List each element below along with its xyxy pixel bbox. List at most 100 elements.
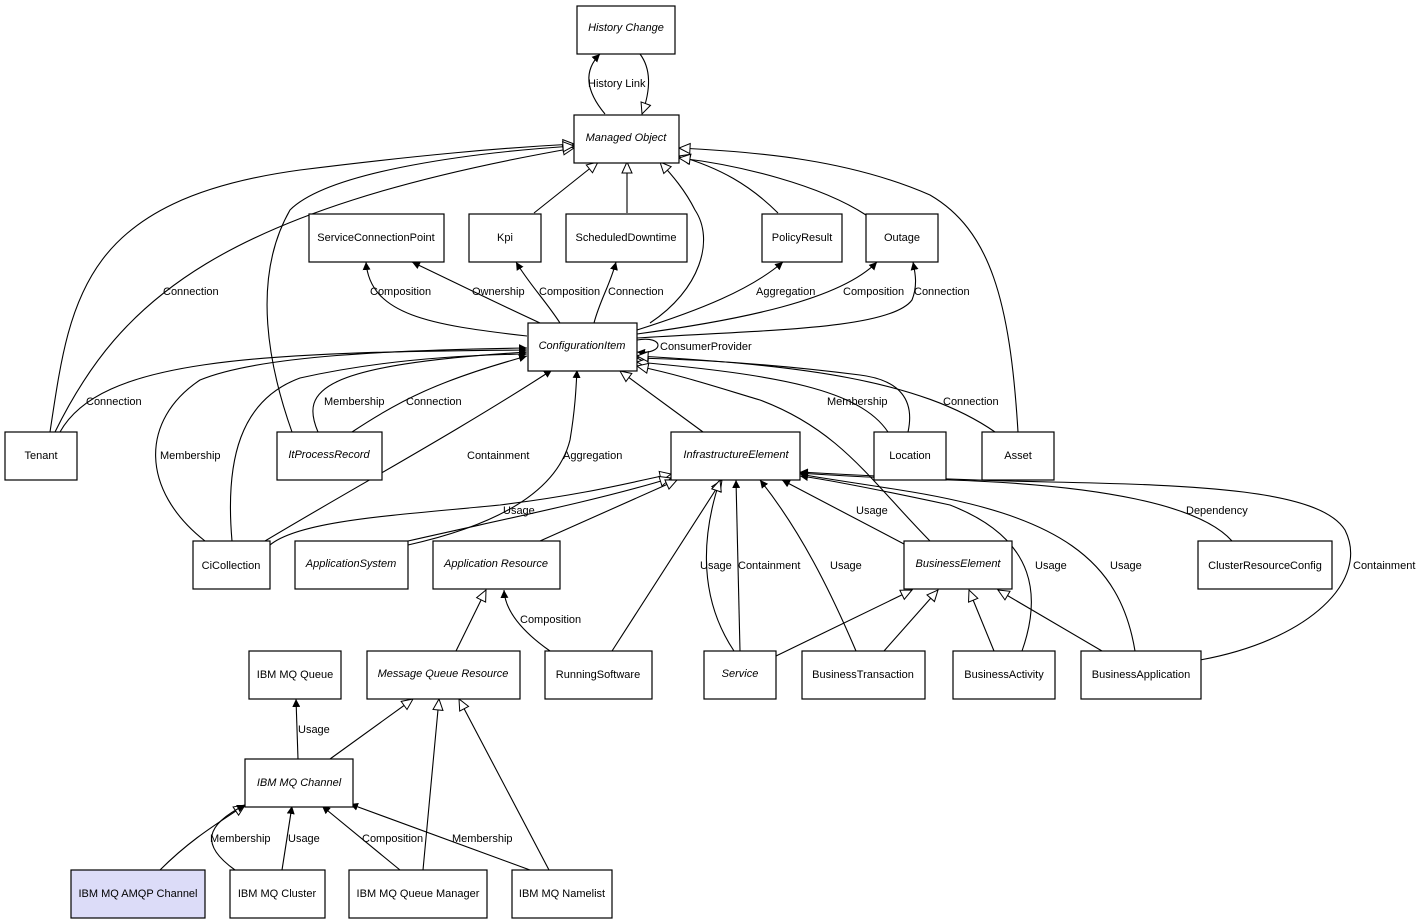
edge-label-bact-usage: Usage [1035, 560, 1067, 572]
edge-namelist-mqr [458, 697, 550, 871]
edge-asset-mo [677, 142, 1019, 433]
edge-label-appsys-aggregation: Aggregation [563, 450, 622, 462]
edge-label-kpi-composition: Composition [539, 286, 600, 298]
node-label: Application Resource [443, 558, 548, 570]
edge-bt-ie [759, 479, 857, 652]
node-infrastructure-element[interactable]: InfrastructureElement [670, 431, 801, 481]
node-running-software[interactable]: RunningSoftware [544, 650, 653, 700]
node-label: ApplicationSystem [305, 558, 397, 570]
edge-channel-mqr [329, 698, 414, 760]
edge-ci-self [636, 338, 659, 357]
node-cluster-resource-config[interactable]: ClusterResourceConfig [1197, 540, 1333, 590]
edge-cicoll-ci-membership [155, 344, 528, 542]
node-label: PolicyResult [772, 232, 833, 244]
edge-tenant-ci [59, 346, 528, 433]
edge-label-cicollection-containment: Containment [467, 450, 529, 462]
edge-label-be-usage: Usage [856, 505, 888, 517]
node-business-application[interactable]: BusinessApplication [1080, 650, 1202, 700]
edge-cicoll-ci-containment [264, 369, 553, 542]
node-ibm-mq-queue-manager[interactable]: IBM MQ Queue Manager [348, 869, 488, 919]
node-tenant[interactable]: Tenant [4, 431, 78, 481]
node-label: ConfigurationItem [539, 340, 626, 352]
node-outage[interactable]: Outage [865, 213, 939, 263]
edge-history-link-back [639, 53, 652, 116]
node-label: BusinessElement [916, 558, 1002, 570]
edge-cluster-channel-usage [281, 805, 295, 871]
node-service[interactable]: Service [703, 650, 777, 700]
node-managed-object[interactable]: Managed Object [573, 114, 680, 164]
node-label: BusinessActivity [964, 669, 1044, 681]
edge-namelist-channel [349, 802, 531, 871]
edge-qm-mqr [422, 697, 444, 871]
nodes: History Change Managed Object ServiceCon… [4, 5, 1333, 919]
edge-label-outage-connection: Connection [914, 286, 970, 298]
edge-outage-mo [677, 153, 867, 216]
node-label: IBM MQ Queue [257, 669, 333, 681]
node-ci-collection[interactable]: CiCollection [192, 540, 271, 590]
node-ibm-mq-namelist[interactable]: IBM MQ Namelist [511, 869, 613, 919]
edge-label-outage-composition: Composition [843, 286, 904, 298]
edge-label-cluster-membership: Membership [210, 833, 271, 845]
node-label: IBM MQ Namelist [519, 888, 605, 900]
node-ibm-mq-queue[interactable]: IBM MQ Queue [248, 650, 342, 700]
edge-label-bapp-usage: Usage [1110, 560, 1142, 572]
edge-service-be [775, 589, 914, 657]
node-asset[interactable]: Asset [981, 431, 1055, 481]
edge-be-ie [781, 479, 905, 545]
edge-label-cicollection-usage: Usage [503, 505, 535, 517]
node-application-resource[interactable]: Application Resource [432, 540, 561, 590]
node-message-queue-resource[interactable]: Message Queue Resource [366, 650, 521, 700]
edge-ci-kpi [515, 261, 561, 324]
node-label: Message Queue Resource [378, 668, 509, 680]
edge-label-namelist-membership: Membership [452, 833, 513, 845]
edge-pr-mo [677, 153, 779, 214]
edge-label-bapp-containment: Containment [1353, 560, 1415, 572]
edge-label-pr-aggregation: Aggregation [756, 286, 815, 298]
edge-label-qm-composition: Composition [362, 833, 423, 845]
node-label: Kpi [497, 232, 513, 244]
edge-bapp-be [996, 589, 1103, 652]
edge-itpr-ci-membership [312, 348, 528, 433]
node-label: IBM MQ Cluster [238, 888, 317, 900]
edge-ci-sd [593, 261, 618, 324]
node-application-system[interactable]: ApplicationSystem [294, 540, 409, 590]
node-service-connection-point[interactable]: ServiceConnectionPoint [308, 213, 445, 263]
edge-appsys-ie [407, 475, 673, 542]
node-business-activity[interactable]: BusinessActivity [952, 650, 1056, 700]
node-ibm-mq-amqp-channel[interactable]: IBM MQ AMQP Channel [70, 869, 206, 919]
edge-label-scp-ownership: Ownership [472, 286, 525, 298]
node-label: IBM MQ Queue Manager [357, 888, 480, 900]
edge-label-tenant-mo-connection: Connection [163, 286, 219, 298]
node-label: IBM MQ AMQP Channel [78, 888, 197, 900]
edge-rs-appres [500, 589, 551, 652]
node-configuration-item[interactable]: ConfigurationItem [527, 322, 638, 372]
edge-history-link-out [588, 53, 606, 115]
edge-label-cluster-usage: Usage [288, 833, 320, 845]
edge-tenant-mo-1 [49, 138, 576, 433]
node-business-transaction[interactable]: BusinessTransaction [801, 650, 926, 700]
edge-rs-ie [611, 478, 723, 652]
edge-label-bt-usage: Usage [830, 560, 862, 572]
edge-label-service-containment: Containment [738, 560, 800, 572]
edge-ci-mo [649, 161, 705, 324]
node-business-element[interactable]: BusinessElement [903, 540, 1013, 590]
edge-appsys-ci [407, 369, 581, 546]
edge-label-rs-composition: Composition [520, 614, 581, 626]
edge-label-tenant-ci-connection: Connection [86, 396, 142, 408]
node-ibm-mq-channel[interactable]: IBM MQ Channel [244, 758, 354, 808]
edge-ci-outage-conn [636, 261, 919, 339]
node-kpi[interactable]: Kpi [468, 213, 542, 263]
node-policy-result[interactable]: PolicyResult [761, 213, 843, 263]
node-history-change[interactable]: History Change [576, 5, 676, 55]
node-it-process-record[interactable]: ItProcessRecord [276, 431, 383, 481]
node-label: ServiceConnectionPoint [317, 232, 434, 244]
node-label: BusinessTransaction [812, 669, 914, 681]
node-ibm-mq-cluster[interactable]: IBM MQ Cluster [229, 869, 326, 919]
node-scheduled-downtime[interactable]: ScheduledDowntime [565, 213, 688, 263]
node-location[interactable]: Location [873, 431, 947, 481]
edge-ci-outage-comp [636, 261, 878, 335]
node-label: ClusterResourceConfig [1208, 560, 1322, 572]
edge-label-asset-connection: Connection [943, 396, 999, 408]
node-label: History Change [588, 22, 664, 34]
node-label: Asset [1004, 450, 1032, 462]
